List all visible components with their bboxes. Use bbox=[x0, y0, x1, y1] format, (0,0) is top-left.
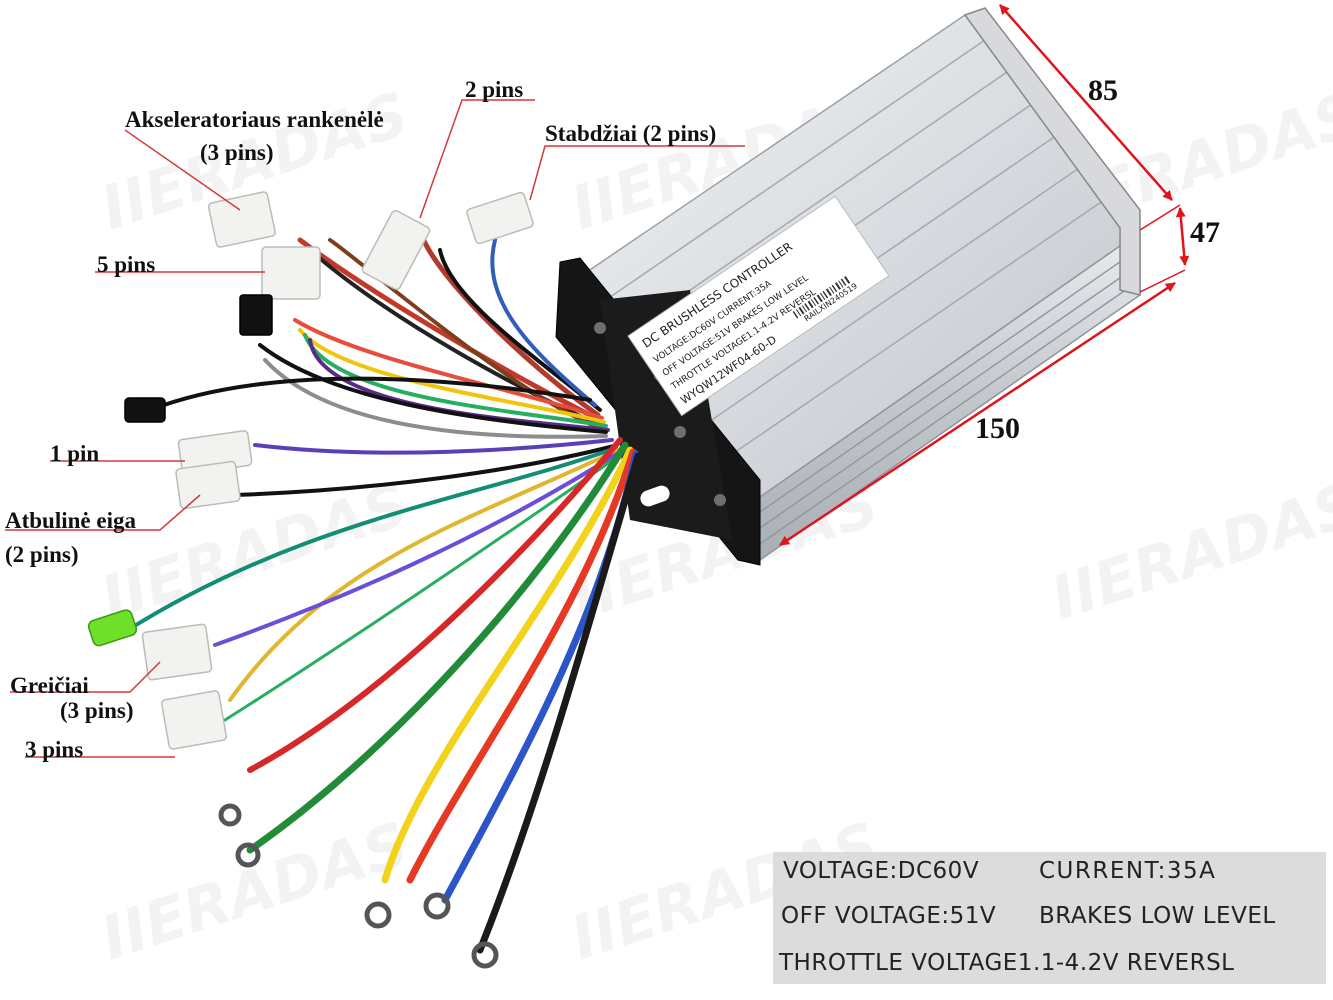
spec-panel: VOLTAGE:DC60V CURRENT:35A OFF VOLTAGE:51… bbox=[773, 852, 1326, 984]
spec-off-voltage: OFF VOLTAGE:51V bbox=[781, 903, 997, 929]
label-five-pins: 5 pins bbox=[97, 252, 155, 277]
label-speeds-pins: (3 pins) bbox=[60, 698, 134, 723]
label-two-pins: 2 pins bbox=[465, 77, 523, 102]
spec-brakes: BRAKES LOW LEVEL bbox=[1039, 903, 1276, 929]
spec-throttle: THROTTLE VOLTAGE1.1-4.2V REVERSL bbox=[779, 950, 1235, 976]
dimension-width: 85 bbox=[1088, 74, 1118, 107]
spec-voltage: VOLTAGE:DC60V bbox=[783, 858, 980, 884]
watermark-text: IIERADAS bbox=[93, 810, 417, 975]
label-reverse: Atbulinė eiga bbox=[5, 508, 136, 533]
dimension-arrows bbox=[779, 4, 1190, 547]
callout-leaders bbox=[5, 99, 745, 758]
callout-labels: Akseleratoriaus rankenėlė (3 pins) 2 pin… bbox=[5, 77, 716, 762]
connectors bbox=[87, 191, 534, 750]
label-brakes: Stabdžiai (2 pins) bbox=[545, 121, 716, 146]
label-one-pin: 1 pin bbox=[50, 441, 99, 466]
wiring-harness bbox=[118, 227, 642, 954]
dimension-length: 150 bbox=[975, 412, 1020, 445]
watermark-text: IIERADAS bbox=[1043, 470, 1333, 635]
label-three-pins: 3 pins bbox=[25, 737, 83, 762]
spec-current: CURRENT:35A bbox=[1039, 858, 1217, 884]
label-throttle: Akseleratoriaus rankenėlė bbox=[125, 107, 384, 132]
height-arrow bbox=[1175, 207, 1190, 266]
label-throttle-pins: (3 pins) bbox=[200, 140, 274, 165]
ring-terminals bbox=[218, 803, 499, 969]
width-arrow bbox=[999, 4, 1173, 201]
length-arrow bbox=[779, 281, 1176, 547]
label-speeds: Greičiai bbox=[10, 673, 89, 698]
label-reverse-pins: (2 pins) bbox=[5, 542, 79, 567]
dimension-height: 47 bbox=[1190, 216, 1220, 249]
